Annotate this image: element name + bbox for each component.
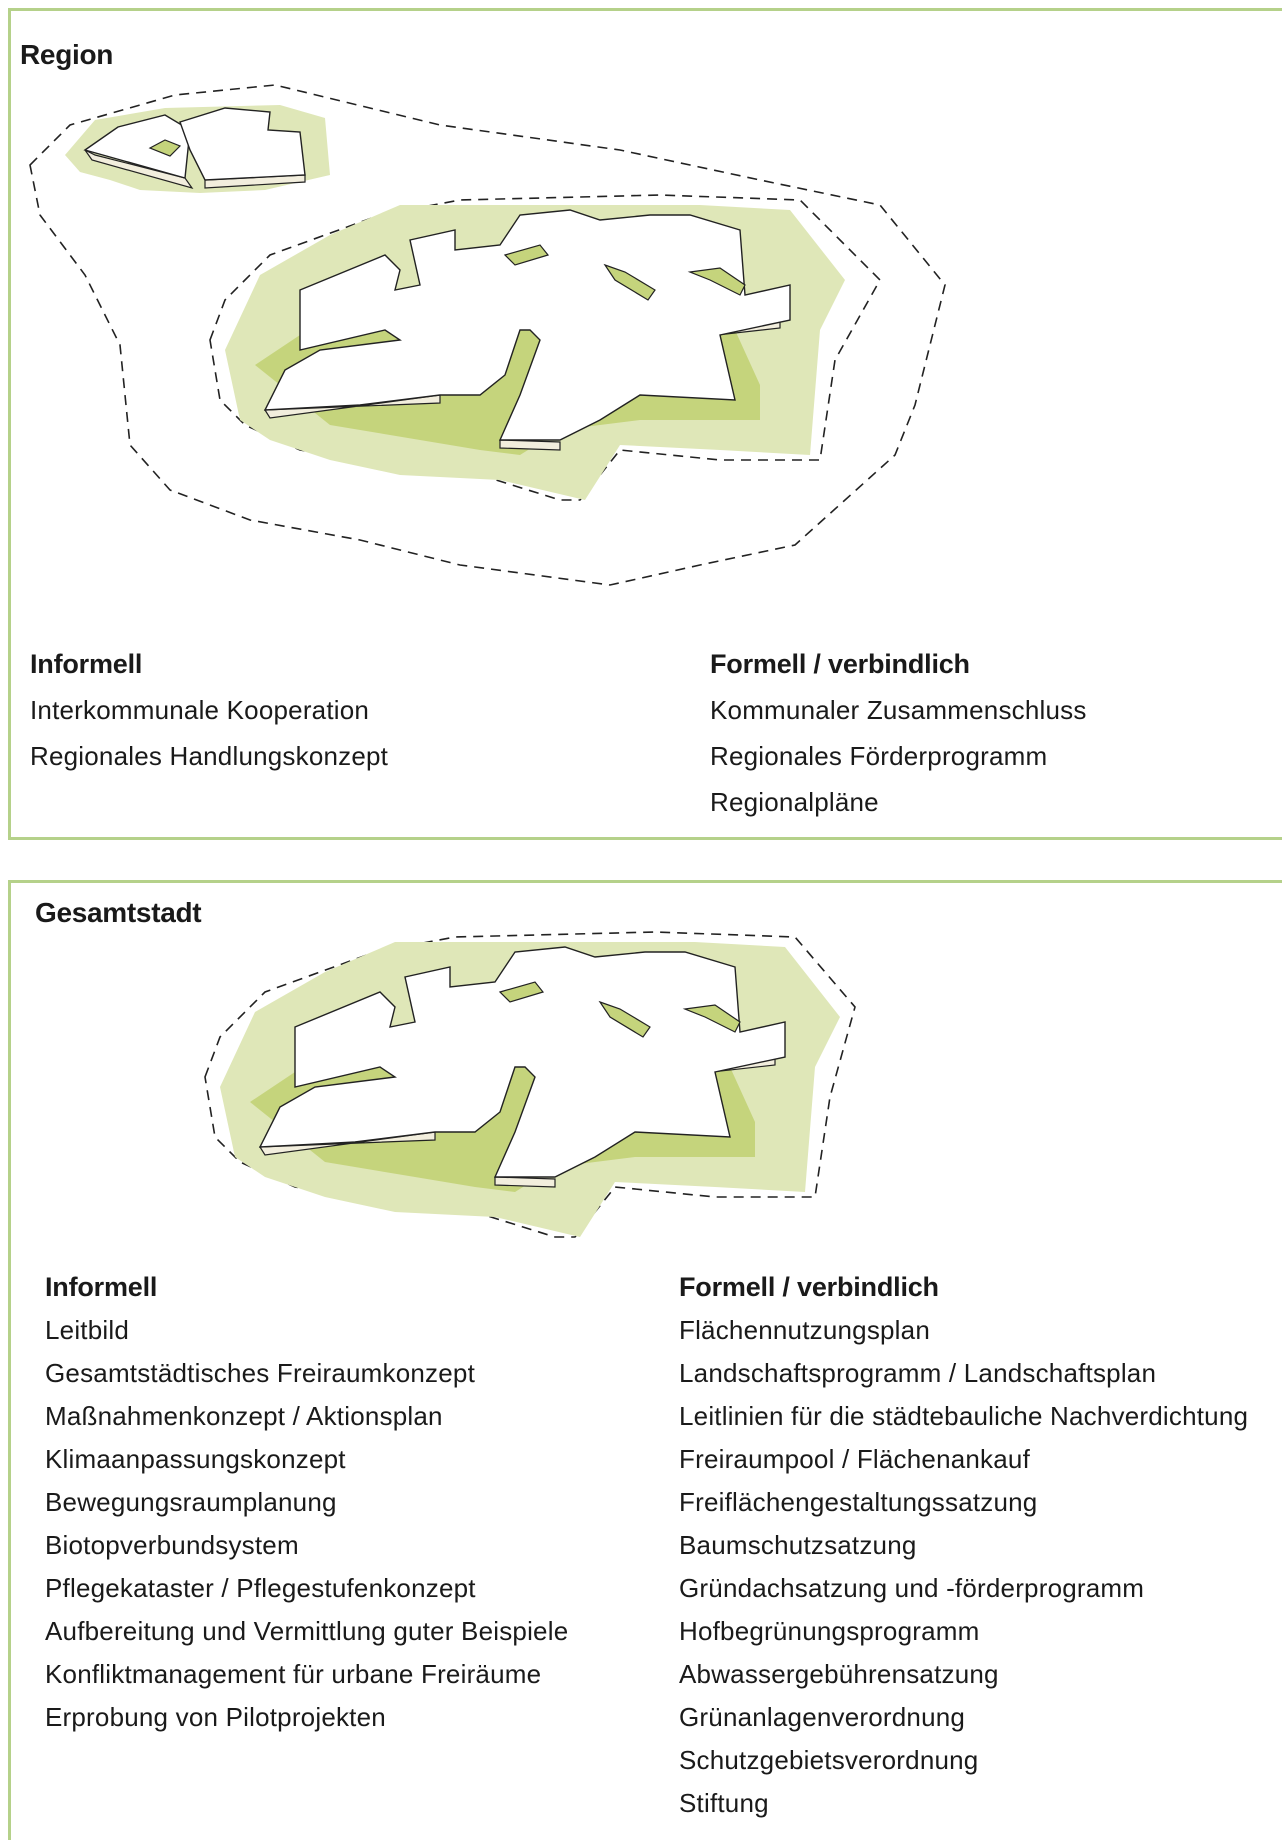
region-city-courtyard-3 [503,244,550,266]
city-panel: Gesamtstadt Informell Leitbild Gesamtstä… [8,880,1282,1840]
list-item: Biotopverbundsystem [45,1530,299,1560]
list-item: Maßnahmenkonzept / Aktionsplan [45,1401,443,1431]
region-city [209,194,881,501]
list-item: Baumschutzsatzung [679,1530,917,1560]
city-informal-list: Leitbild Gesamtstädtisches Freiraumkonze… [45,1309,568,1739]
region-formal-list: Kommunaler Zusammenschluss Regionales Fö… [710,687,1087,825]
city-courtyard-1 [598,1000,651,1038]
region-informal-column: Informell Interkommunale Kooperation Reg… [30,641,388,779]
list-item: Regionales Förderprogramm [710,741,1048,771]
list-item: Interkommunale Kooperation [30,695,370,725]
list-item: Leitbild [45,1315,129,1345]
small-town-platform-right [179,107,306,181]
city-courtyard-3 [498,981,545,1003]
list-item: Freiraumpool / Flächenankauf [679,1444,1031,1474]
list-item: Bewegungsraumplanung [45,1487,337,1517]
city-formal-heading: Formell / verbindlich [679,1272,939,1302]
city-illustration [204,931,856,1238]
small-town-platform-left [83,114,191,179]
region-formal-column: Formell / verbindlich Kommunaler Zusamme… [710,641,1087,825]
list-item: Flächennutzungsplan [679,1315,930,1345]
city-formal-column: Formell / verbindlich Flächennutzungspla… [679,1266,1248,1825]
list-item: Klimaanpassungskonzept [45,1444,346,1474]
city-formal-list: Flächennutzungsplan Landschaftsprogramm … [679,1309,1248,1825]
city-informal-heading: Informell [45,1272,158,1302]
list-item: Abwassergebührensatzung [679,1659,999,1689]
city-platform [258,946,786,1178]
region-illustration [29,84,946,586]
small-town-courtyard [148,139,182,157]
small-town [65,105,330,193]
list-item: Gesamtstädtisches Freiraumkonzept [45,1358,475,1388]
region-panel: Region Informell Int [8,8,1282,840]
list-item: Konfliktmanagement für urbane Freiräume [45,1659,542,1689]
list-item: Pflegekataster / Pflegestufenkonzept [45,1573,476,1603]
list-item: Stiftung [679,1788,769,1818]
list-item: Landschaftsprogramm / Landschaftsplan [679,1358,1157,1388]
list-item: Leitlinien für die städtebauliche Nachve… [679,1401,1249,1431]
region-informal-list: Interkommunale Kooperation Regionales Ha… [30,687,388,779]
city-courtyard-2 [682,1004,741,1033]
list-item: Schutzgebietsverordnung [679,1745,979,1775]
city-informal-column: Informell Leitbild Gesamtstädtisches Fre… [45,1266,568,1739]
small-town-platform-left-side [84,149,194,190]
city-title: Gesamtstadt [35,897,202,928]
region-formal-heading: Formell / verbindlich [710,649,970,679]
list-item: Hofbegrünungsprogramm [679,1616,980,1646]
region-city-courtyard-1 [603,263,656,301]
list-item: Erprobung von Pilotprojekten [45,1702,386,1732]
list-item: Regionales Handlungskonzept [30,741,389,771]
region-title: Region [20,39,114,70]
region-city-courtyard-2 [687,267,746,296]
region-informal-heading: Informell [30,649,143,679]
region-boundary-dashed [29,84,946,586]
list-item: Regionalpläne [710,787,879,817]
region-city-platform [263,209,791,441]
list-item: Grünanlagenverordnung [679,1702,966,1732]
list-item: Kommunaler Zusammenschluss [710,695,1087,725]
list-item: Gründachsatzung und -förderprogramm [679,1573,1145,1603]
list-item: Freiflächengestaltungssatzung [679,1487,1038,1517]
list-item: Aufbereitung und Vermittlung guter Beisp… [45,1616,569,1646]
